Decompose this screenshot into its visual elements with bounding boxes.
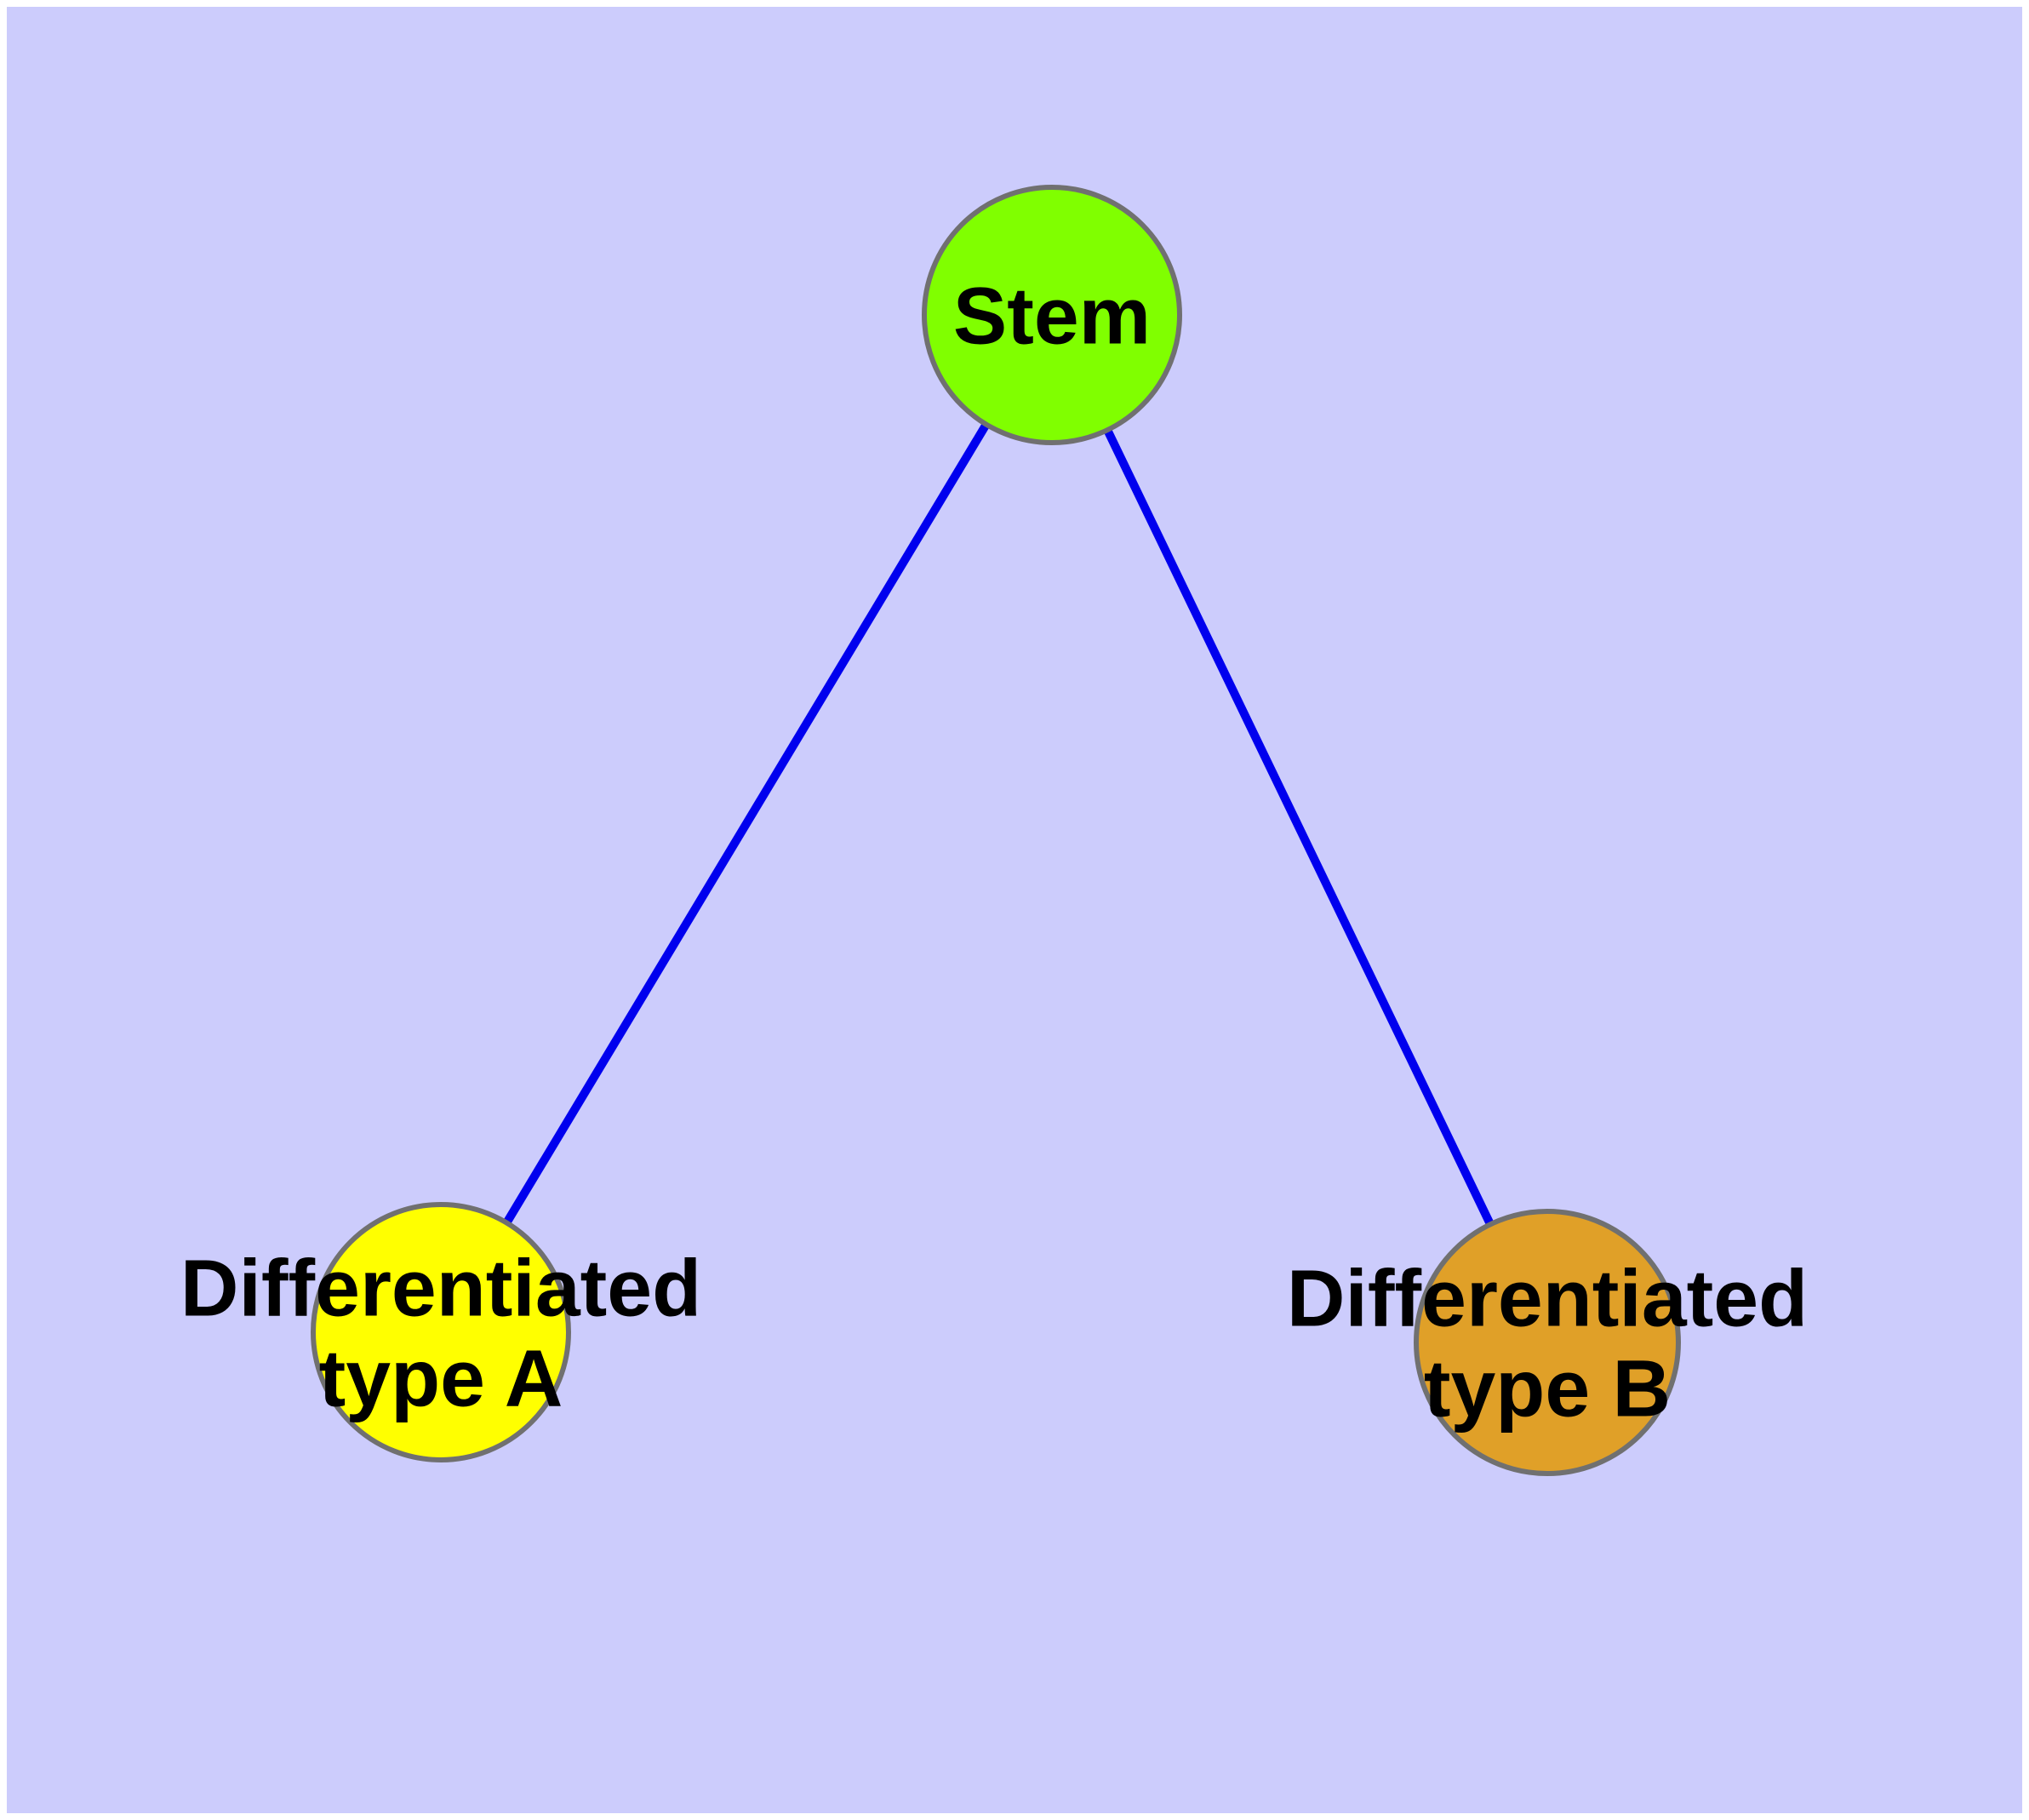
node-label-stem: Stem	[953, 271, 1151, 361]
edges-layer	[501, 421, 1495, 1228]
edge-stem-diff-a	[501, 421, 992, 1227]
edge-stem-diff-b	[1102, 426, 1495, 1228]
node-label-line: Differentiated	[1287, 1253, 1808, 1343]
node-stem[interactable]	[922, 185, 1182, 445]
node-label-line: type B	[1424, 1343, 1671, 1434]
node-label-line: type A	[319, 1333, 563, 1423]
node-label-line: Stem	[953, 271, 1151, 361]
nodes-layer	[311, 185, 1681, 1476]
node-diff_a[interactable]	[311, 1202, 571, 1462]
node-diff_b[interactable]	[1414, 1209, 1681, 1476]
node-label-line: Differentiated	[180, 1243, 701, 1333]
